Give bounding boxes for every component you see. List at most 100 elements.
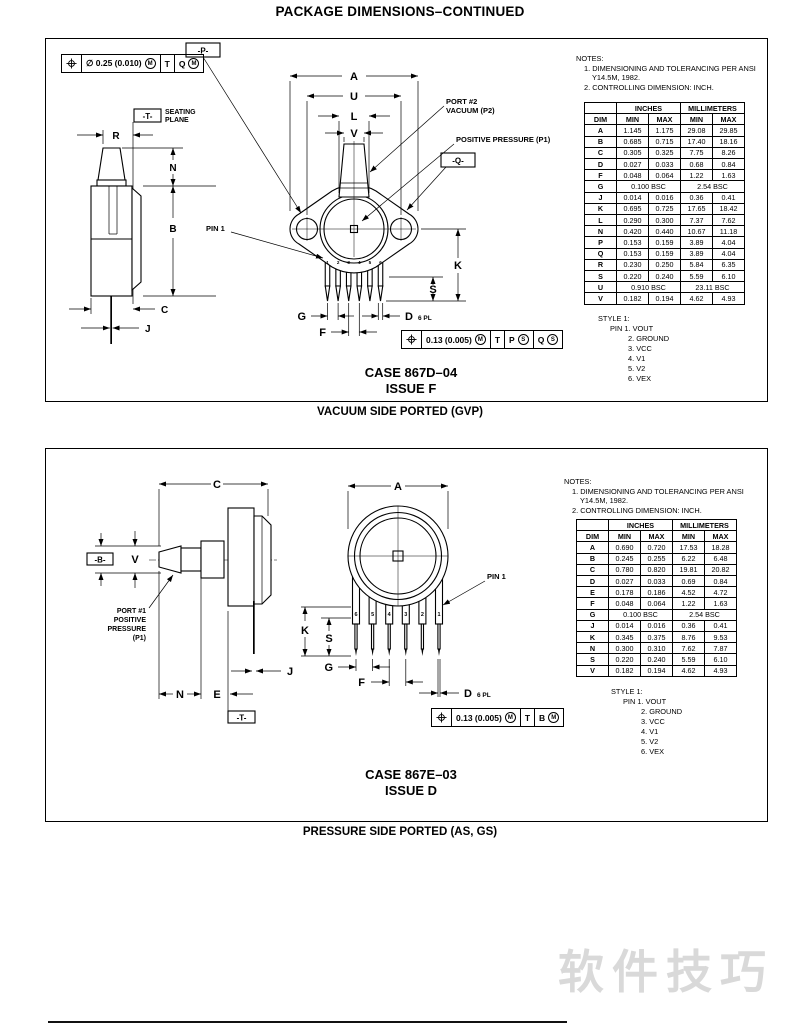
col-inches: INCHES [616, 101, 681, 115]
watermark: 软件技巧 [558, 946, 774, 998]
table-cell: 10.67 [680, 225, 713, 238]
port1-label: PORT #1 [117, 608, 146, 615]
table-cell: 0.290 [616, 214, 649, 227]
datum-ref-t: T [491, 331, 506, 348]
datum-b-label: -B- [94, 556, 105, 565]
dim-g: G [297, 311, 306, 323]
dim-u: U [350, 91, 358, 103]
body [227, 507, 255, 607]
pin-function: 6. VEX [641, 746, 665, 756]
table-cell: Q [584, 247, 617, 260]
table-cell: 0.36 [672, 619, 705, 633]
svg-text:5: 5 [369, 260, 372, 265]
datum-ref-t: T [161, 55, 175, 72]
case2-style1: STYLE 1: PIN 1. VOUT 2. GROUND 3. VCC 4.… [611, 687, 682, 757]
table-cell: 1.22 [680, 169, 713, 182]
col-dim: DIM [584, 113, 617, 126]
lead [253, 601, 255, 654]
pin-function: 5. V2 [641, 736, 659, 746]
table-cell: A [576, 541, 609, 554]
cap [253, 515, 272, 605]
datum-q-box [440, 152, 476, 168]
table-cell: 4.62 [672, 664, 705, 677]
dim-k: K [454, 260, 462, 272]
svg-text:3: 3 [347, 260, 350, 265]
svg-text:4: 4 [358, 260, 361, 265]
table-cell: 0.153 [616, 247, 649, 260]
table-cell: F [584, 169, 617, 182]
pin1-label: PIN 1 [487, 572, 506, 581]
table-cell: P [584, 236, 617, 249]
dim-f: F [358, 677, 365, 689]
footer-rule [48, 1021, 567, 1023]
col-dim: DIM [576, 530, 609, 543]
seating-plane-label: SEATING [165, 109, 196, 116]
dim-d: D [405, 311, 413, 323]
table-cell: 0.182 [616, 292, 649, 305]
table-cell: 0.027 [608, 575, 641, 588]
table-cell: 17.65 [680, 202, 713, 216]
datum-t-box [227, 710, 256, 724]
table-cell: 23.11 BSC [680, 281, 745, 294]
table-cell: B [584, 135, 617, 148]
dim-k: K [301, 625, 309, 637]
note-1: 1. DIMENSIONING AND TOLERANCING PER ANSI [584, 63, 756, 73]
table-cell: 0.064 [640, 597, 673, 610]
case2-notes: NOTES: 1. DIMENSIONING AND TOLERANCING P… [564, 477, 764, 516]
table-cell: 2.54 BSC [672, 608, 737, 621]
case2-caption: PRESSURE SIDE PORTED (AS, GS) [302, 826, 498, 838]
svg-text:5: 5 [371, 612, 374, 618]
table-cell: 1.145 [616, 124, 649, 137]
dim-d: D [464, 688, 472, 700]
table-cell: 0.375 [640, 631, 673, 644]
table-cell: 0.41 [704, 619, 737, 633]
table-cell: 0.159 [648, 236, 681, 249]
datum-p-label: -P- [198, 47, 209, 56]
table-cell: J [584, 191, 617, 204]
table-cell: 0.027 [616, 158, 649, 171]
table-cell: 0.310 [640, 642, 673, 655]
table-cell: 0.064 [648, 169, 681, 182]
svg-text:PRESSURE: PRESSURE [107, 626, 146, 633]
table-cell: 3.89 [680, 247, 713, 260]
svg-text:2: 2 [421, 612, 424, 618]
pressure-port-cone [158, 545, 182, 574]
table-cell: G [584, 180, 617, 193]
body-boss [131, 186, 142, 292]
table-cell: 0.305 [616, 146, 649, 160]
lead [110, 296, 112, 344]
table-cell: B [576, 552, 609, 565]
table-cell: 0.016 [648, 191, 681, 204]
table-cell: S [576, 653, 609, 666]
table-cell: 0.178 [608, 586, 641, 599]
table-cell: 18.16 [712, 135, 745, 148]
case1-front-view-drawing: -P- A [185, 42, 551, 339]
dim-a: A [394, 481, 402, 493]
port2-label: PORT #2 [446, 97, 477, 106]
datum-t-label: -T- [143, 112, 153, 121]
table-cell: 0.255 [640, 552, 673, 565]
pin1-label: PIN 1 [206, 224, 225, 233]
table-cell: 0.345 [608, 631, 641, 644]
case1-issue: ISSUE F [385, 381, 437, 397]
table-cell: 8.76 [672, 631, 705, 644]
pin-function: PIN 1. VOUT [623, 696, 667, 706]
table-cell: 7.62 [712, 214, 745, 227]
pin-function: PIN 1. VOUT [610, 323, 654, 333]
case1-notes: NOTES: 1. DIMENSIONING AND TOLERANCING P… [576, 54, 776, 93]
table-cell: 7.75 [680, 146, 713, 160]
table-cell: 6.22 [672, 552, 705, 565]
